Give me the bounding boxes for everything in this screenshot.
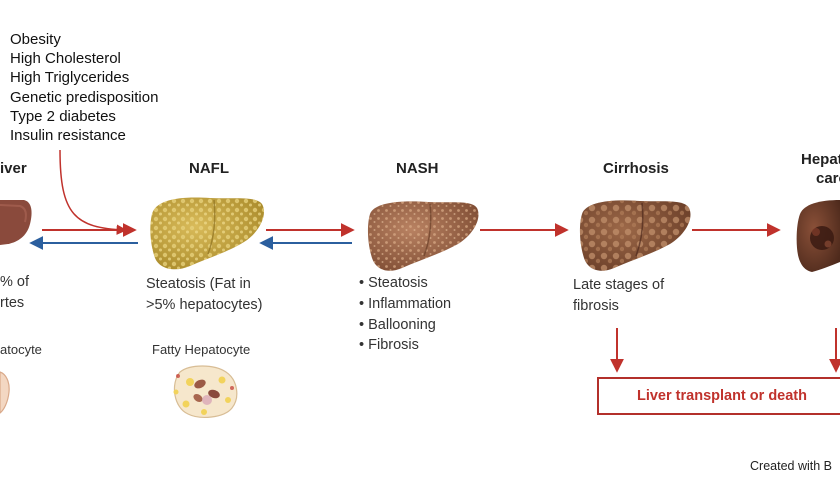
nash-feature-list: Steatosis Inflammation Ballooning Fibros…: [359, 273, 451, 356]
cirrhosis-stage-title: Cirrhosis: [603, 160, 669, 177]
nash-feature-item: Ballooning: [359, 315, 451, 336]
risk-factor-item: Insulin resistance: [10, 127, 126, 145]
risk-factor-item: Genetic predisposition: [10, 88, 159, 106]
nafl-liver-icon: [150, 197, 264, 270]
cirrhosis-liver-icon: [579, 200, 691, 271]
nash-feature-item: Steatosis: [359, 273, 451, 294]
risk-factor-item: High Cholesterol: [10, 50, 121, 68]
cirrhosis-stage-description: Late stages of fibrosis: [573, 277, 665, 314]
nash-stage-title: NASH: [396, 160, 439, 177]
nash-liver-icon: [367, 201, 479, 271]
risk-connector-line: [59, 149, 128, 235]
risk-factor-item: Obesity: [10, 31, 61, 48]
fatty-hepatocyte-label: Fatty Hepatocyte: [152, 342, 251, 357]
healthy-liver-icon: [0, 200, 32, 245]
nash-feature-item: Fibrosis: [359, 335, 451, 356]
risk-factor-list: Obesity High Cholesterol High Triglyceri…: [10, 30, 158, 145]
healthy-cell-label: atocyte: [0, 342, 42, 357]
fatty-hepatocyte-icon: [173, 365, 238, 418]
nafl-stage-title: NAFL: [189, 160, 229, 177]
outcome-box: Liver transplant or death: [597, 377, 840, 415]
healthy-stage-title: iver: [0, 160, 27, 177]
healthy-stage-description: % of rtes: [0, 274, 30, 311]
nash-feature-item: Inflammation: [359, 294, 451, 315]
healthy-hepatocyte-icon: [0, 371, 10, 414]
risk-factor-item: Type 2 diabetes: [10, 107, 116, 125]
hcc-liver-icon: [796, 200, 840, 272]
hcc-stage-title: Hepat carc: [801, 151, 840, 187]
creator-credit: Created with B: [750, 459, 832, 473]
risk-factor-item: High Triglycerides: [10, 69, 130, 87]
nafl-stage-description: Steatosis (Fat in >5% hepatocytes): [146, 276, 263, 313]
